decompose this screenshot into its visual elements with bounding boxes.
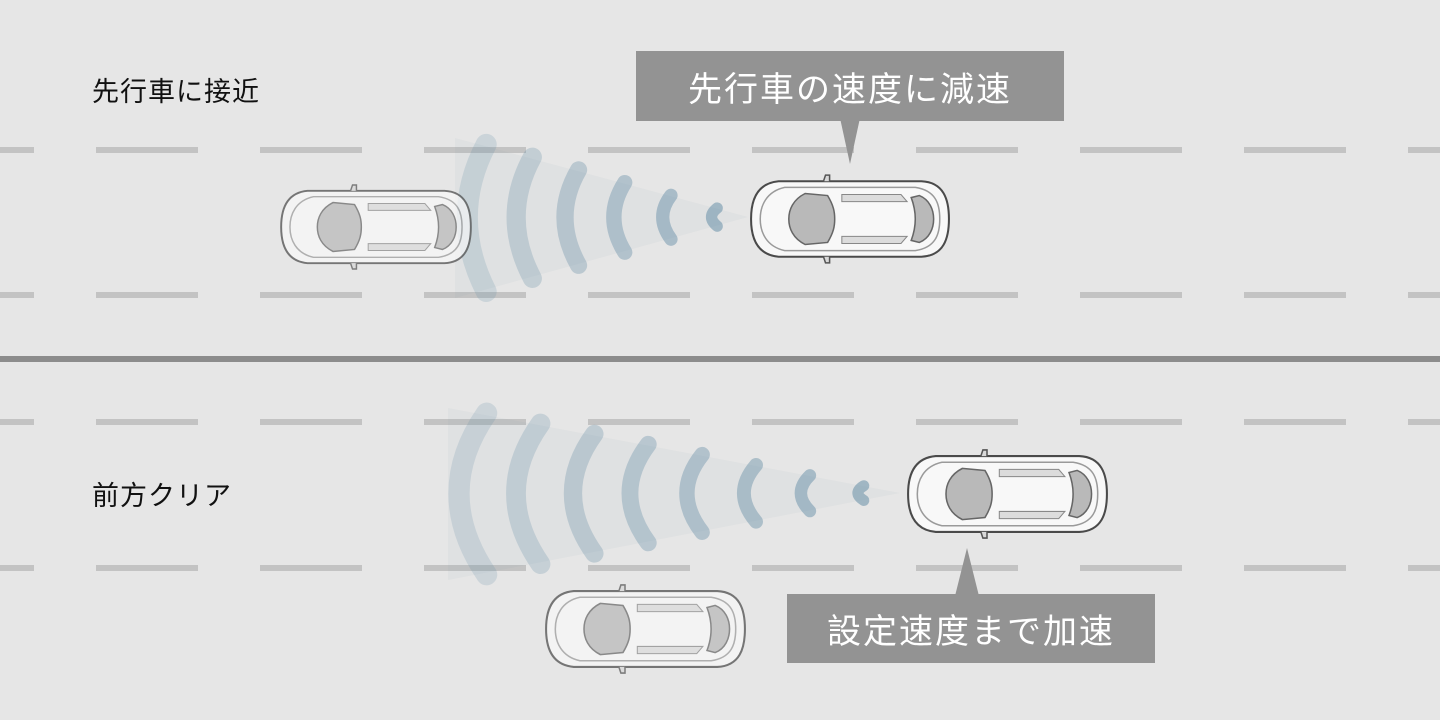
lane-dash <box>916 419 1018 425</box>
lane-dash <box>0 565 34 571</box>
lane-dash <box>1080 565 1182 571</box>
radar-waves-icon <box>455 133 748 302</box>
lane-dash <box>1244 419 1346 425</box>
lane-markings <box>0 147 1440 571</box>
lane-dash <box>1244 292 1346 298</box>
lane-dash <box>424 292 526 298</box>
scenario-label-approach: 先行車に接近 <box>92 77 260 108</box>
scenario-label-clear: 前方クリア <box>92 481 232 512</box>
lane-dash <box>916 147 1018 153</box>
lane-dash <box>424 419 526 425</box>
lane-dash <box>916 292 1018 298</box>
radar-wave-arc <box>852 480 870 506</box>
departing-car <box>544 583 747 675</box>
radar-wave-arc <box>621 435 657 552</box>
lane-dash <box>588 565 690 571</box>
callout-accelerate: 設定速度まで加速 <box>787 594 1155 663</box>
own-car-approaching <box>280 183 472 271</box>
lane-dash <box>260 565 362 571</box>
radar-wave-arc <box>506 413 551 574</box>
lane-dash <box>96 565 198 571</box>
own-car-clear <box>907 448 1108 540</box>
lane-dash <box>1408 565 1440 571</box>
lane-dash <box>96 419 198 425</box>
lane-dash <box>752 147 854 153</box>
lane-dash <box>588 419 690 425</box>
lane-dash <box>260 147 362 153</box>
radar-wave-arc <box>556 161 588 274</box>
lane-dash <box>424 565 526 571</box>
lane-dash <box>1408 147 1440 153</box>
radar-wave-arc <box>563 424 604 563</box>
radar-beam <box>455 138 748 298</box>
lane-dash <box>260 292 362 298</box>
scenario-divider <box>0 356 1440 362</box>
lane-dash <box>96 147 198 153</box>
lane-dash <box>588 147 690 153</box>
callout-pointer-top <box>840 118 860 164</box>
preceding-car <box>750 174 950 264</box>
lane-dash <box>96 292 198 298</box>
radar-beam <box>448 408 900 580</box>
radar-wave-arc <box>737 458 763 529</box>
radar-wave-arc <box>656 188 678 246</box>
lane-dash <box>752 565 854 571</box>
radar-wave-arc <box>606 174 633 260</box>
lane-dash <box>752 292 854 298</box>
lane-dash <box>1080 419 1182 425</box>
lane-dash <box>0 147 34 153</box>
lane-dash <box>1408 419 1440 425</box>
lane-dash <box>1244 565 1346 571</box>
callout-pointer-bottom <box>955 548 979 596</box>
lane-dash <box>0 292 34 298</box>
radar-wave-arc <box>679 446 710 540</box>
lane-dash <box>0 419 34 425</box>
radar-wave-arc <box>448 402 498 586</box>
lane-dash <box>588 292 690 298</box>
lane-dash <box>1408 292 1440 298</box>
lane-dash <box>260 419 362 425</box>
lane-dash <box>1080 147 1182 153</box>
lane-dash <box>752 419 854 425</box>
radar-wave-arc <box>794 469 817 518</box>
radar-wave-arc <box>705 202 723 232</box>
radar-wave-arc <box>506 147 542 288</box>
lane-dash <box>1080 292 1182 298</box>
lane-dash <box>424 147 526 153</box>
lane-dash <box>1244 147 1346 153</box>
radar-waves-icon <box>448 402 900 586</box>
callout-decelerate: 先行車の速度に減速 <box>636 51 1064 121</box>
